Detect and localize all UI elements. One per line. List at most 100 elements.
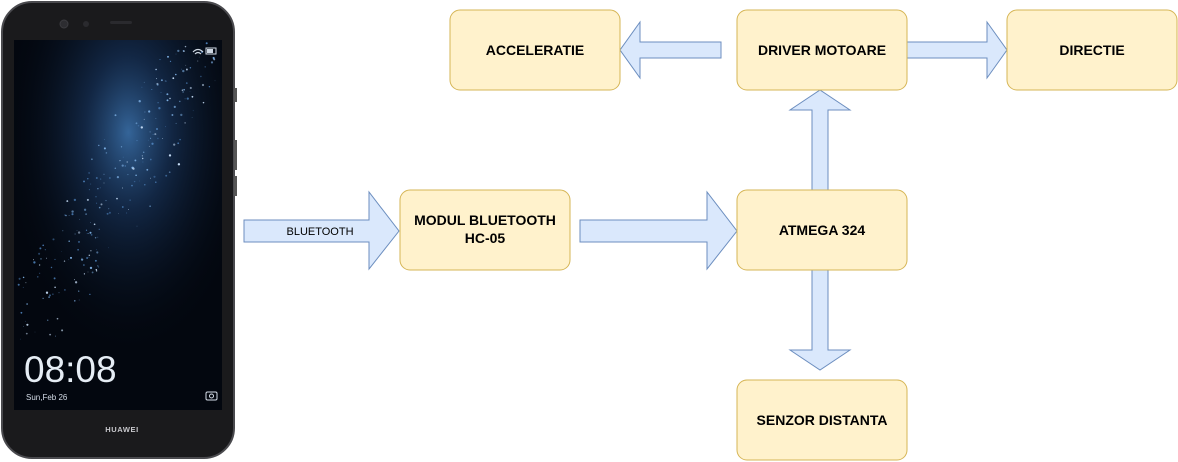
wallpaper-particle xyxy=(18,277,21,280)
wallpaper-particle xyxy=(98,266,100,268)
wallpaper-particle xyxy=(95,196,97,198)
wallpaper-particle xyxy=(34,331,36,333)
wallpaper-particle xyxy=(48,296,50,298)
wallpaper-particle xyxy=(44,249,46,251)
wallpaper-particle xyxy=(108,211,111,214)
wallpaper-particle xyxy=(55,335,56,337)
wallpaper-particle xyxy=(91,158,93,161)
wallpaper-particle xyxy=(103,173,105,175)
wallpaper-particle xyxy=(182,50,185,52)
wallpaper-particle xyxy=(181,68,183,70)
wallpaper-particle xyxy=(106,212,109,215)
wallpaper-particle xyxy=(141,155,143,157)
wallpaper-particle xyxy=(169,97,171,100)
wallpaper-particle xyxy=(89,266,93,270)
wallpaper-particle xyxy=(128,208,129,210)
wallpaper-particle xyxy=(63,260,66,262)
wallpaper-particle xyxy=(78,299,80,301)
wallpaper-particle xyxy=(167,55,169,58)
wallpaper-particle xyxy=(98,206,101,209)
wallpaper-particle xyxy=(20,311,23,314)
wallpaper-particle xyxy=(86,233,88,234)
wallpaper-particle xyxy=(96,249,97,251)
battery-icon xyxy=(205,47,217,55)
wallpaper-particle xyxy=(168,154,172,157)
wallpaper-particle xyxy=(151,88,153,91)
wallpaper-particle xyxy=(42,297,44,299)
wallpaper-particle xyxy=(108,208,110,210)
wallpaper-particle xyxy=(151,142,154,145)
wallpaper-particle xyxy=(148,139,150,141)
wallpaper-particle xyxy=(143,118,145,120)
wallpaper-particle xyxy=(134,159,137,162)
wallpaper-particle xyxy=(66,200,69,203)
wallpaper-particle xyxy=(45,291,49,294)
wallpaper-particle xyxy=(90,234,93,236)
wallpaper-particle xyxy=(133,180,136,183)
wallpaper-particle xyxy=(118,212,120,214)
wallpaper-particle xyxy=(26,323,29,326)
lockscreen-date: Sun,Feb 26 xyxy=(26,393,68,402)
wallpaper-particle xyxy=(179,138,181,141)
wallpaper-particle xyxy=(76,230,78,231)
wallpaper-particle xyxy=(40,258,42,260)
arrow-driver-to-acceleratie xyxy=(619,20,722,80)
wallpaper-particle xyxy=(191,95,194,98)
wallpaper-particle xyxy=(183,88,185,91)
wallpaper-particle xyxy=(141,157,144,160)
wallpaper-particle xyxy=(173,143,176,146)
arrow-atmega-to-sensor xyxy=(788,269,852,371)
wallpaper-particle xyxy=(177,163,181,166)
wallpaper-particle xyxy=(119,160,121,162)
wallpaper-particle xyxy=(103,182,105,184)
wallpaper-particle xyxy=(37,276,39,278)
wallpaper-particle xyxy=(65,214,67,217)
wallpaper-particle xyxy=(54,286,56,289)
wallpaper-particle xyxy=(156,83,159,86)
wallpaper-particle xyxy=(189,86,192,90)
wallpaper-particle xyxy=(197,60,199,62)
wallpaper-particle xyxy=(33,261,36,264)
wallpaper-particle xyxy=(69,256,73,259)
wallpaper-particle xyxy=(149,205,151,207)
wallpaper-particle xyxy=(83,273,86,275)
wallpaper-particle xyxy=(142,151,145,153)
wallpaper-particle xyxy=(87,271,89,273)
wallpaper-particle xyxy=(169,60,172,63)
wallpaper-particle xyxy=(175,122,177,124)
wallpaper-particle xyxy=(99,187,101,189)
wallpaper-particle xyxy=(94,237,97,239)
wallpaper-particle xyxy=(88,256,90,258)
wallpaper-particle xyxy=(120,146,123,148)
wallpaper-particle xyxy=(114,114,117,117)
wallpaper-particle xyxy=(61,329,64,332)
wallpaper-particle xyxy=(25,332,28,335)
wallpaper-particle xyxy=(143,81,145,83)
wallpaper-particle xyxy=(155,68,157,71)
wallpaper-particle xyxy=(104,139,105,140)
node-driver-motoare: DRIVER MOTOARE xyxy=(736,9,908,91)
wallpaper-particle xyxy=(33,259,34,261)
wallpaper-particle xyxy=(88,172,90,174)
wallpaper-particle xyxy=(158,107,161,110)
wallpaper-particle xyxy=(85,213,87,215)
wallpaper-particle xyxy=(150,177,151,179)
wallpaper-particle xyxy=(164,126,166,128)
wallpaper-particle xyxy=(121,164,124,167)
wallpaper-particle xyxy=(121,206,124,208)
wallpaper-particle xyxy=(22,286,24,288)
wallpaper-particle xyxy=(177,49,180,53)
wallpaper-particle xyxy=(202,101,205,104)
wallpaper-particle xyxy=(150,137,152,139)
wallpaper-particle xyxy=(162,138,163,139)
wallpaper-particle xyxy=(212,56,215,59)
wallpaper-particle xyxy=(38,264,41,266)
wallpaper-particle xyxy=(156,78,157,80)
wallpaper-particle xyxy=(77,248,79,251)
wallpaper-particle xyxy=(97,236,99,238)
wallpaper-particle xyxy=(122,156,124,158)
wallpaper-particle xyxy=(172,77,175,80)
phone-brand-logo: HUAWEI xyxy=(105,425,139,434)
arrow-atmega-to-driver xyxy=(788,89,852,191)
wallpaper-particle xyxy=(214,80,216,82)
